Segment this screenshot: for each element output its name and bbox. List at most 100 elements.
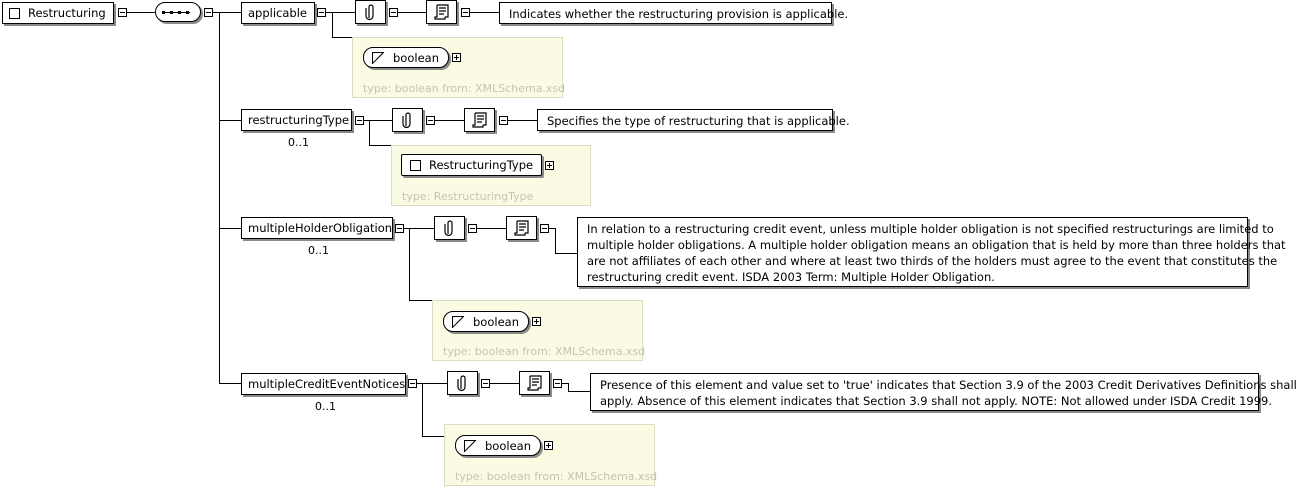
connector-line <box>488 383 519 384</box>
connector-line <box>475 228 506 229</box>
connector-line <box>219 120 241 121</box>
connector-line <box>211 12 241 13</box>
expand-toggle[interactable] <box>452 53 461 62</box>
element-label: applicable <box>248 6 307 20</box>
type-boolean[interactable]: boolean <box>363 47 449 68</box>
root-element-box[interactable]: Restructuring <box>2 2 114 24</box>
expand-toggle[interactable] <box>544 441 553 450</box>
connector-line <box>422 383 423 436</box>
sequence-icon <box>162 11 194 14</box>
connector-line <box>558 383 568 384</box>
documentation-text: Indicates whether the restructuring prov… <box>499 2 849 24</box>
element-label: restructuringType <box>248 113 350 127</box>
doc-line: apply. Absence of this element indicates… <box>600 394 1272 408</box>
expand-toggle[interactable] <box>545 161 554 170</box>
documentation-icon-box[interactable] <box>519 371 550 395</box>
doc-line: Specifies the type of restructuring that… <box>547 114 850 128</box>
connector-line <box>369 120 370 145</box>
connector-line <box>332 37 352 38</box>
connector-line <box>219 228 241 229</box>
element-label: multipleCreditEventNotices <box>248 377 406 391</box>
connector-line <box>555 228 556 253</box>
element-multipleCreditEventNotices[interactable]: multipleCreditEventNotices <box>241 373 406 395</box>
sequence-trunk-line <box>219 12 220 383</box>
type-boolean[interactable]: boolean <box>455 435 541 456</box>
collapse-toggle[interactable] <box>408 379 417 388</box>
connector-line <box>369 145 391 146</box>
collapse-toggle[interactable] <box>317 8 326 17</box>
documentation-icon-box[interactable] <box>426 0 457 24</box>
type-label: type: boolean from: XMLSchema.xsd <box>363 82 566 95</box>
type-label: type: boolean from: XMLSchema.xsd <box>443 345 646 358</box>
connector-line <box>432 120 464 121</box>
connector-line <box>332 12 333 37</box>
simple-type-icon <box>452 315 464 328</box>
annotation-icon[interactable] <box>447 371 478 395</box>
sequence-compositor[interactable] <box>155 2 201 22</box>
documentation-icon <box>513 220 529 236</box>
connector-line <box>396 12 426 13</box>
connector-line <box>361 120 392 121</box>
documentation-icon <box>433 4 449 20</box>
connector-line <box>414 383 447 384</box>
collapse-toggle[interactable] <box>540 224 549 233</box>
collapse-toggle[interactable] <box>355 116 364 125</box>
occurrence-label: 0..1 <box>288 136 309 149</box>
type-name: boolean <box>485 438 531 453</box>
documentation-icon <box>526 375 542 391</box>
paperclip-icon <box>364 4 374 21</box>
connector-line <box>401 228 434 229</box>
element-label: multipleHolderObligation <box>248 221 393 235</box>
simple-type-icon <box>464 439 476 452</box>
connector-line <box>409 300 432 301</box>
annotation-icon[interactable] <box>355 0 386 24</box>
connector-line <box>555 253 577 254</box>
connector-line <box>127 12 155 13</box>
element-restructuringType[interactable]: restructuringType <box>241 109 352 131</box>
connector-line <box>325 12 355 13</box>
type-label: type: RestructuringType <box>402 190 534 203</box>
collapse-toggle[interactable] <box>389 8 398 17</box>
collapse-toggle[interactable] <box>468 224 477 233</box>
type-name: boolean <box>393 50 439 65</box>
documentation-icon <box>471 112 487 128</box>
element-multipleHolderObligation[interactable]: multipleHolderObligation <box>241 217 393 239</box>
paperclip-icon <box>443 220 453 237</box>
connector-line <box>469 12 499 13</box>
collapse-toggle[interactable] <box>499 116 508 125</box>
collapse-toggle[interactable] <box>118 8 127 17</box>
collapse-toggle[interactable] <box>204 8 213 17</box>
documentation-icon-box[interactable] <box>506 216 537 240</box>
annotation-icon[interactable] <box>392 108 423 132</box>
type-name: boolean <box>473 314 519 329</box>
documentation-icon-box[interactable] <box>464 108 495 132</box>
type-label: type: boolean from: XMLSchema.xsd <box>455 470 658 483</box>
type-boolean[interactable]: boolean <box>443 311 529 332</box>
expand-toggle[interactable] <box>532 317 541 326</box>
collapse-toggle[interactable] <box>553 379 562 388</box>
connector-line <box>409 228 410 300</box>
occurrence-label: 0..1 <box>315 400 336 413</box>
occurrence-label: 0..1 <box>308 244 329 257</box>
collapse-toggle[interactable] <box>481 379 490 388</box>
type-name: RestructuringType <box>429 158 534 172</box>
simple-type-icon <box>372 51 384 64</box>
documentation-text: In relation to a restructuring credit ev… <box>577 217 1286 287</box>
doc-line: In relation to a restructuring credit ev… <box>587 222 1274 236</box>
collapse-toggle[interactable] <box>461 8 470 17</box>
doc-line: are not affiliates of each other and whe… <box>587 254 1278 268</box>
connector-line <box>219 383 241 384</box>
paperclip-icon <box>456 375 466 392</box>
complex-type-icon <box>9 7 20 19</box>
type-RestructuringType[interactable]: RestructuringType <box>401 154 542 176</box>
collapse-toggle[interactable] <box>395 224 404 233</box>
documentation-text: Specifies the type of restructuring that… <box>537 109 850 131</box>
doc-line: multiple holder obligations. A multiple … <box>587 238 1286 252</box>
paperclip-icon <box>401 112 411 129</box>
connector-line <box>506 120 537 121</box>
annotation-icon[interactable] <box>434 216 465 240</box>
collapse-toggle[interactable] <box>426 116 435 125</box>
connector-line <box>422 436 444 437</box>
doc-line: Indicates whether the restructuring prov… <box>509 7 849 21</box>
element-applicable[interactable]: applicable <box>241 2 315 24</box>
